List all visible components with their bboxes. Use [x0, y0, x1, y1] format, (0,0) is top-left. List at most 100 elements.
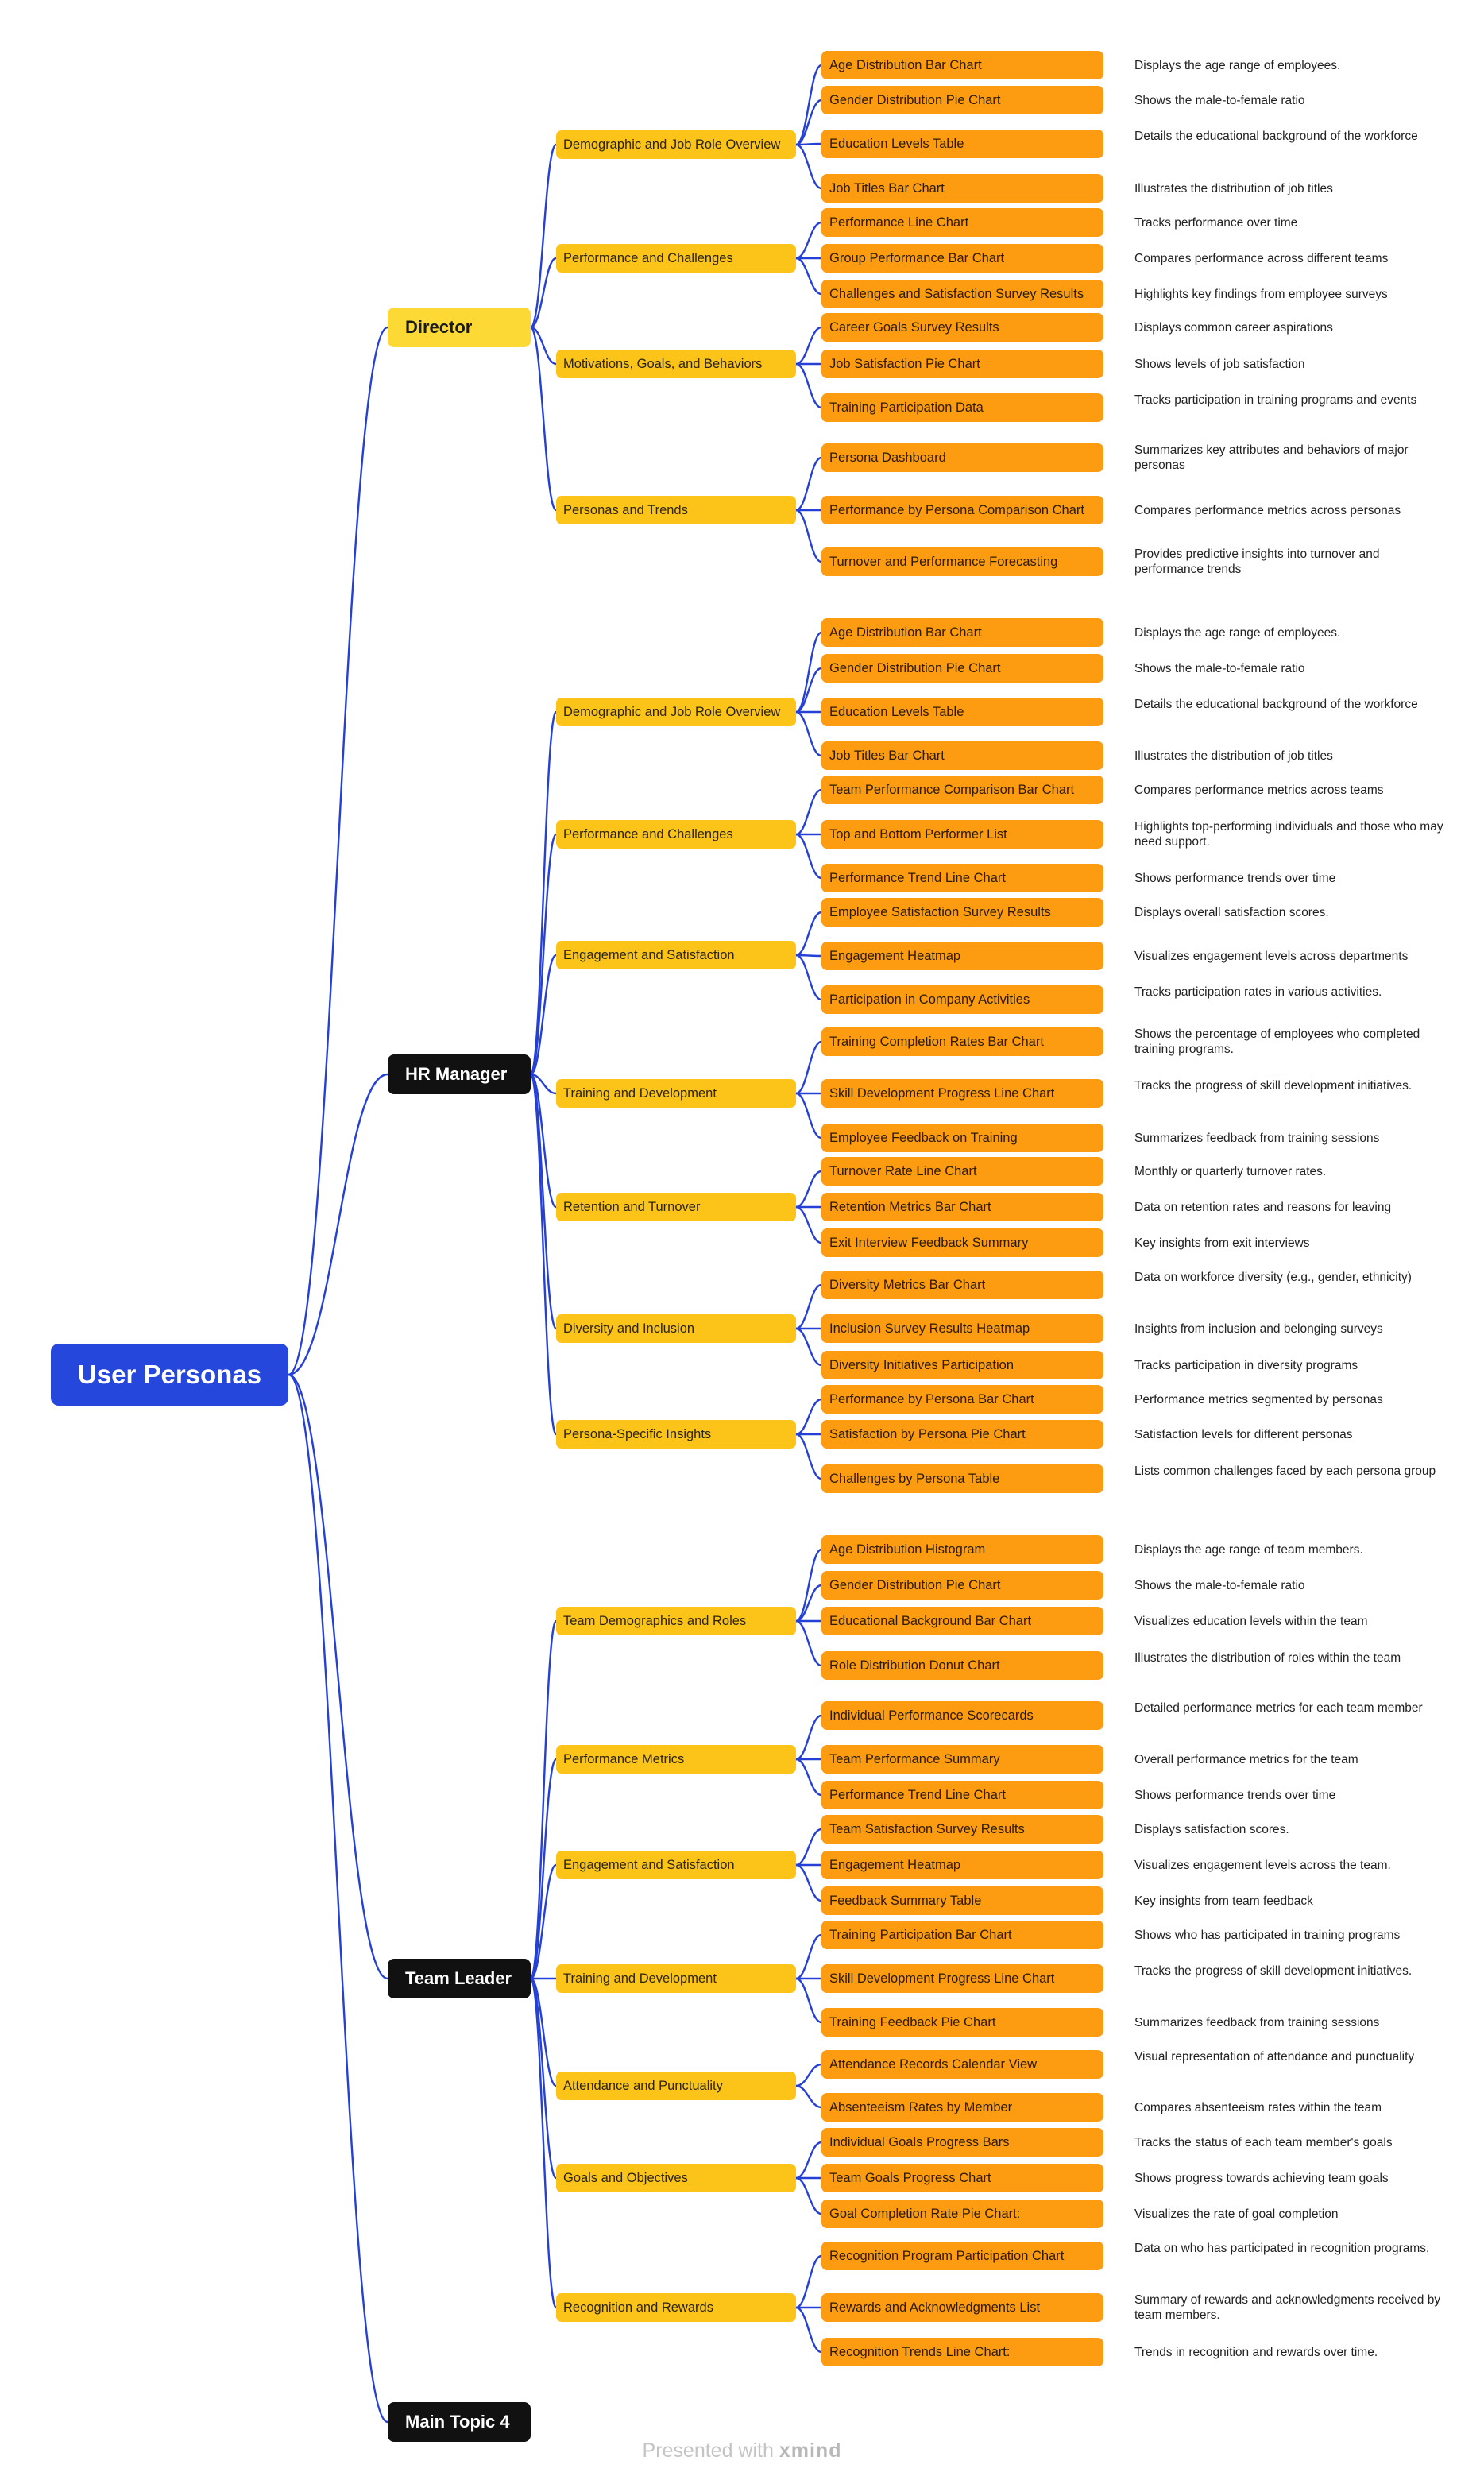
leaf-description: Details the educational background of th…	[1134, 130, 1418, 143]
leaf-employee-feedback-on-training[interactable]: Employee Feedback on Training	[821, 1124, 1103, 1152]
leaf-job-satisfaction-pie-chart[interactable]: Job Satisfaction Pie Chart	[821, 350, 1103, 378]
leaf-inclusion-survey-results-heatmap[interactable]: Inclusion Survey Results Heatmap	[821, 1314, 1103, 1343]
category-attendance-and-punctuality[interactable]: Attendance and Punctuality	[556, 2072, 796, 2100]
leaf-engagement-heatmap[interactable]: Engagement Heatmap	[821, 942, 1103, 970]
leaf-description: Shows the male-to-female ratio	[1134, 1578, 1305, 1592]
leaf-training-participation-bar-chart[interactable]: Training Participation Bar Chart	[821, 1921, 1103, 1949]
leaf-team-goals-progress-chart[interactable]: Team Goals Progress Chart	[821, 2164, 1103, 2192]
connector-line	[529, 1619, 558, 1980]
connector-line	[795, 1977, 822, 2024]
leaf-turnover-and-performance-forecasting[interactable]: Turnover and Performance Forecasting	[821, 547, 1103, 576]
connector-line	[530, 1073, 557, 1095]
category-goals-and-objectives[interactable]: Goals and Objectives	[556, 2164, 796, 2192]
leaf-exit-interview-feedback-summary[interactable]: Exit Interview Feedback Summary	[821, 1228, 1103, 1257]
leaf-gender-distribution-pie-chart[interactable]: Gender Distribution Pie Chart	[821, 86, 1103, 114]
leaf-gender-distribution-pie-chart[interactable]: Gender Distribution Pie Chart	[821, 1571, 1103, 1600]
leaf-satisfaction-by-persona-pie-chart[interactable]: Satisfaction by Persona Pie Chart	[821, 1420, 1103, 1449]
category-performance-and-challenges[interactable]: Performance and Challenges	[556, 244, 796, 273]
leaf-participation-in-company-activities[interactable]: Participation in Company Activities	[821, 985, 1103, 1014]
leaf-description: Highlights top-performing individuals an…	[1134, 820, 1443, 849]
leaf-feedback-summary-table[interactable]: Feedback Summary Table	[821, 1886, 1103, 1915]
leaf-education-levels-table[interactable]: Education Levels Table	[821, 698, 1103, 726]
leaf-training-completion-rates-bar-chart[interactable]: Training Completion Rates Bar Chart	[821, 1027, 1103, 1056]
leaf-group-performance-bar-chart[interactable]: Group Performance Bar Chart	[821, 244, 1103, 273]
leaf-educational-background-bar-chart[interactable]: Educational Background Bar Chart	[821, 1607, 1103, 1635]
leaf-top-and-bottom-performer-list[interactable]: Top and Bottom Performer List	[821, 820, 1103, 849]
leaf-individual-performance-scorecards[interactable]: Individual Performance Scorecards	[821, 1701, 1103, 1730]
category-diversity-and-inclusion[interactable]: Diversity and Inclusion	[556, 1314, 796, 1343]
leaf-job-titles-bar-chart[interactable]: Job Titles Bar Chart	[821, 174, 1103, 203]
leaf-retention-metrics-bar-chart[interactable]: Retention Metrics Bar Chart	[821, 1193, 1103, 1221]
leaf-skill-development-progress-line-chart[interactable]: Skill Development Progress Line Chart	[821, 1964, 1103, 1993]
leaf-team-performance-comparison-bar-chart[interactable]: Team Performance Comparison Bar Chart	[821, 776, 1103, 804]
category-performance-metrics[interactable]: Performance Metrics	[556, 1745, 796, 1774]
leaf-education-levels-table[interactable]: Education Levels Table	[821, 130, 1103, 158]
leaf-description: Details the educational background of th…	[1134, 698, 1418, 711]
leaf-challenges-by-persona-table[interactable]: Challenges by Persona Table	[821, 1464, 1103, 1493]
category-engagement-and-satisfaction[interactable]: Engagement and Satisfaction	[556, 941, 796, 969]
leaf-performance-trend-line-chart[interactable]: Performance Trend Line Chart	[821, 864, 1103, 892]
connector-line	[795, 1863, 822, 1902]
category-training-and-development[interactable]: Training and Development	[556, 1079, 796, 1108]
leaf-job-titles-bar-chart[interactable]: Job Titles Bar Chart	[821, 741, 1103, 770]
category-performance-and-challenges[interactable]: Performance and Challenges	[556, 820, 796, 849]
leaf-training-feedback-pie-chart[interactable]: Training Feedback Pie Chart	[821, 2008, 1103, 2037]
category-demographic-and-job-role-overview[interactable]: Demographic and Job Role Overview	[556, 698, 796, 726]
leaf-diversity-initiatives-participation[interactable]: Diversity Initiatives Participation	[821, 1351, 1103, 1379]
connector-line	[795, 2141, 822, 2180]
leaf-recognition-trends-line-chart[interactable]: Recognition Trends Line Chart:	[821, 2338, 1103, 2366]
connector-line	[288, 1373, 388, 1980]
leaf-performance-line-chart[interactable]: Performance Line Chart	[821, 208, 1103, 237]
leaf-skill-development-progress-line-chart[interactable]: Skill Development Progress Line Chart	[821, 1079, 1103, 1108]
leaf-description: Insights from inclusion and belonging su…	[1134, 1321, 1383, 1336]
connector-line	[795, 2254, 822, 2309]
leaf-description: Compares performance metrics across pers…	[1134, 503, 1401, 517]
persona-hr-manager[interactable]: HR Manager	[388, 1054, 531, 1094]
leaf-description: Detailed performance metrics for each te…	[1134, 1701, 1423, 1715]
leaf-performance-by-persona-comparison-chart[interactable]: Performance by Persona Comparison Chart	[821, 496, 1103, 524]
leaf-persona-dashboard[interactable]: Persona Dashboard	[821, 443, 1103, 472]
category-team-demographics-and-roles[interactable]: Team Demographics and Roles	[556, 1607, 796, 1635]
leaf-training-participation-data[interactable]: Training Participation Data	[821, 393, 1103, 422]
leaf-attendance-records-calendar-view[interactable]: Attendance Records Calendar View	[821, 2050, 1103, 2079]
leaf-performance-trend-line-chart[interactable]: Performance Trend Line Chart	[821, 1781, 1103, 1809]
leaf-challenges-and-satisfaction-survey-results[interactable]: Challenges and Satisfaction Survey Resul…	[821, 280, 1103, 308]
connector-line	[795, 2084, 822, 2109]
leaf-goal-completion-rate-pie-chart[interactable]: Goal Completion Rate Pie Chart:	[821, 2200, 1103, 2228]
leaf-employee-satisfaction-survey-results[interactable]: Employee Satisfaction Survey Results	[821, 898, 1103, 927]
category-training-and-development[interactable]: Training and Development	[556, 1964, 796, 1993]
leaf-team-satisfaction-survey-results[interactable]: Team Satisfaction Survey Results	[821, 1815, 1103, 1844]
category-engagement-and-satisfaction[interactable]: Engagement and Satisfaction	[556, 1851, 796, 1879]
leaf-diversity-metrics-bar-chart[interactable]: Diversity Metrics Bar Chart	[821, 1271, 1103, 1299]
persona-director[interactable]: Director	[388, 308, 531, 347]
leaf-age-distribution-bar-chart[interactable]: Age Distribution Bar Chart	[821, 618, 1103, 647]
persona-main-topic-4[interactable]: Main Topic 4	[388, 2402, 531, 2442]
persona-team-leader[interactable]: Team Leader	[388, 1959, 531, 1998]
category-motivations-goals-and-behaviors[interactable]: Motivations, Goals, and Behaviors	[556, 350, 796, 378]
leaf-age-distribution-histogram[interactable]: Age Distribution Histogram	[821, 1535, 1103, 1564]
leaf-engagement-heatmap[interactable]: Engagement Heatmap	[821, 1851, 1103, 1879]
leaf-description: Illustrates the distribution of job titl…	[1134, 181, 1333, 195]
leaf-individual-goals-progress-bars[interactable]: Individual Goals Progress Bars	[821, 2128, 1103, 2157]
category-personas-and-trends[interactable]: Personas and Trends	[556, 496, 796, 524]
connector-line	[529, 1977, 558, 2180]
leaf-career-goals-survey-results[interactable]: Career Goals Survey Results	[821, 313, 1103, 342]
leaf-role-distribution-donut-chart[interactable]: Role Distribution Donut Chart	[821, 1651, 1103, 1680]
leaf-team-performance-summary[interactable]: Team Performance Summary	[821, 1745, 1103, 1774]
category-persona-specific-insights[interactable]: Persona-Specific Insights	[556, 1420, 796, 1449]
leaf-rewards-and-acknowledgments-list[interactable]: Rewards and Acknowledgments List	[821, 2293, 1103, 2322]
root-topic[interactable]: User Personas	[51, 1344, 288, 1406]
leaf-description: Shows the male-to-female ratio	[1134, 93, 1305, 107]
category-recognition-and-rewards[interactable]: Recognition and Rewards	[556, 2293, 796, 2322]
category-retention-and-turnover[interactable]: Retention and Turnover	[556, 1193, 796, 1221]
leaf-absenteeism-rates-by-member[interactable]: Absenteeism Rates by Member	[821, 2093, 1103, 2122]
leaf-description: Visual representation of attendance and …	[1134, 2050, 1415, 2064]
leaf-gender-distribution-pie-chart[interactable]: Gender Distribution Pie Chart	[821, 654, 1103, 683]
category-demographic-and-job-role-overview[interactable]: Demographic and Job Role Overview	[556, 130, 796, 159]
connector-line	[795, 710, 822, 757]
leaf-performance-by-persona-bar-chart[interactable]: Performance by Persona Bar Chart	[821, 1385, 1103, 1414]
leaf-recognition-program-participation-chart[interactable]: Recognition Program Participation Chart	[821, 2242, 1103, 2270]
leaf-age-distribution-bar-chart[interactable]: Age Distribution Bar Chart	[821, 51, 1103, 79]
leaf-turnover-rate-line-chart[interactable]: Turnover Rate Line Chart	[821, 1157, 1103, 1186]
leaf-description: Displays the age range of team members.	[1134, 1542, 1363, 1557]
